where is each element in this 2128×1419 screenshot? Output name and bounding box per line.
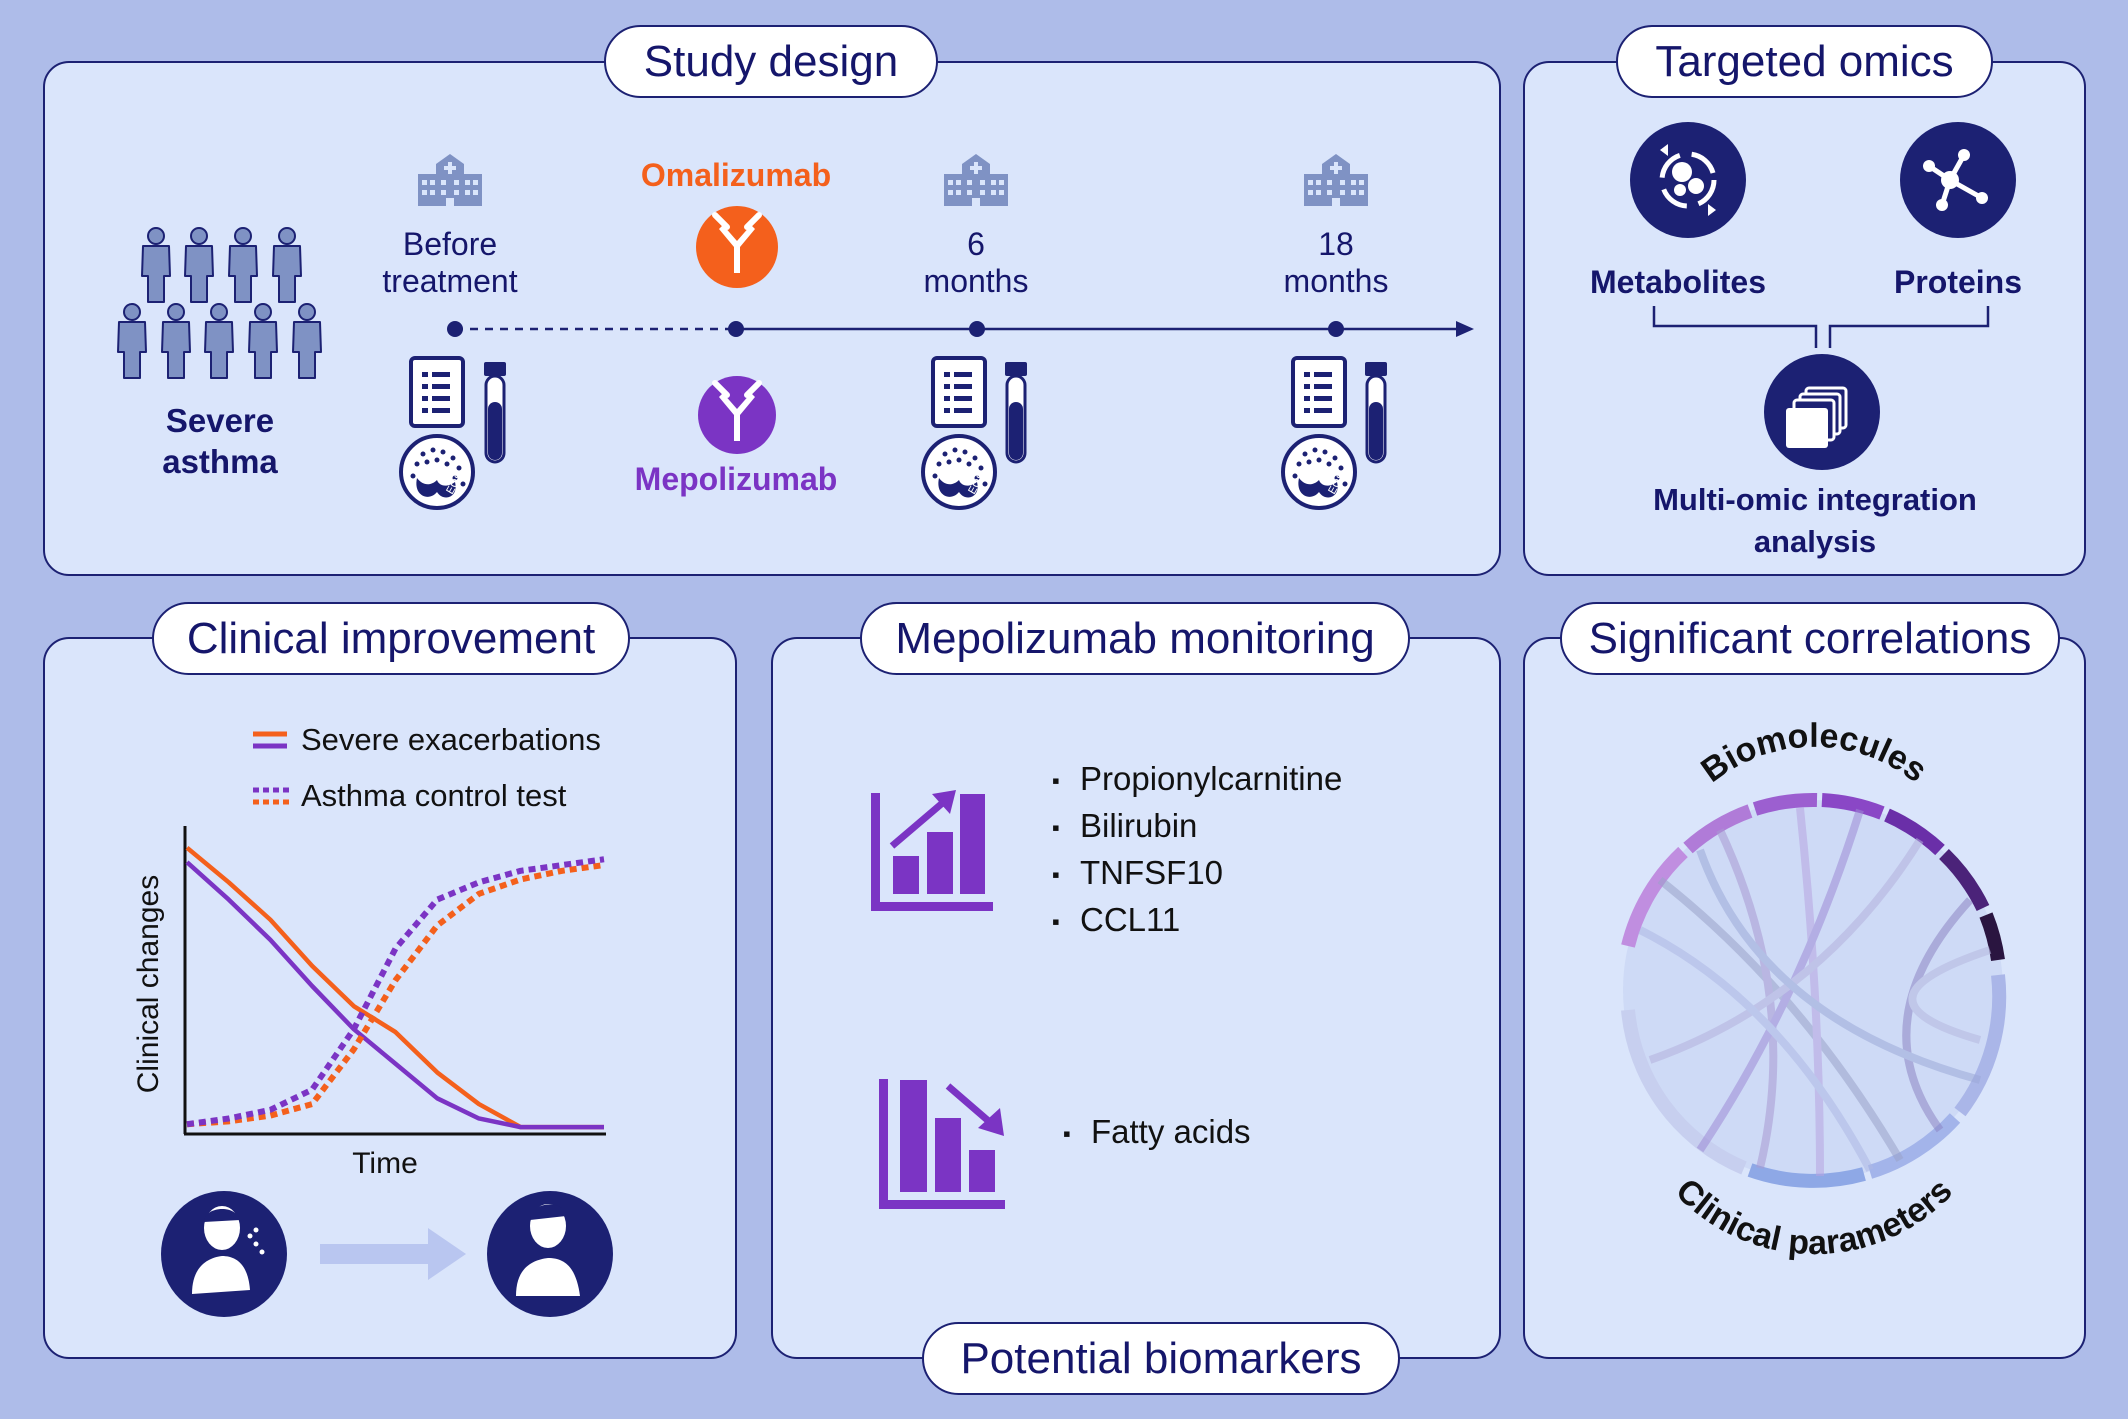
chart-series-omalizumab-exacerbations: [185, 846, 604, 1130]
omalizumab-label: Omalizumab: [640, 157, 832, 193]
increase-bar-chart-icon: [871, 790, 993, 911]
healthy-patient-icon: [487, 1191, 613, 1317]
biomarker-decreased-item: Fatty acids: [1063, 1113, 1251, 1151]
eosinophil-icon: [921, 434, 997, 510]
mepolizumab-monitoring-panel: [771, 637, 1501, 1359]
legend-swatch-dotted: [253, 787, 289, 805]
legend-entry-exacerbations: Severe exacerbations: [301, 722, 601, 757]
chart-series-group: [185, 846, 605, 1130]
targeted-omics-title: Targeted omics: [1616, 25, 1993, 98]
hospital-icon: [1304, 154, 1368, 206]
chart-series-mepolizumab-exacerbations: [185, 860, 604, 1130]
chart-series-mepolizumab-act: [186, 856, 605, 1128]
eosinophil-icon: [1281, 434, 1357, 510]
chord-diagram: [1621, 792, 2007, 1188]
clinical-improvement-title: Clinical improvement: [152, 602, 630, 675]
metabolites-icon: [1630, 122, 1746, 238]
chart-axes: [183, 826, 606, 1136]
improvement-arrow: [320, 1228, 466, 1280]
mepolizumab-monitoring-title: Mepolizumab monitoring: [860, 602, 1410, 675]
chart-ylabel: Clinical changes: [132, 874, 165, 1094]
eosinophil-icon: [399, 434, 475, 510]
patient-group-icon: [117, 227, 322, 379]
blood-tube-icon: [482, 360, 508, 464]
coughing-patient-icon: [161, 1191, 287, 1317]
study-design-title: Study design: [604, 25, 938, 98]
biomarker-increased-item: Bilirubin: [1052, 807, 1197, 845]
mepolizumab-label: Mepolizumab: [634, 461, 838, 497]
biomarker-increased-item: TNFSF10: [1052, 854, 1223, 892]
blood-tube-icon: [1003, 360, 1029, 464]
hospital-icon: [418, 154, 482, 206]
legend-entry-act: Asthma control test: [301, 778, 567, 813]
chart-series-omalizumab-act: [186, 862, 605, 1128]
chord-top-label: Biomolecules: [1694, 717, 1934, 790]
omics-connector: [1652, 306, 1990, 348]
proteins-label: Proteins: [1893, 264, 2023, 300]
decrease-bar-chart-icon: [879, 1079, 1005, 1209]
blood-tube-icon: [1363, 360, 1389, 464]
multi-omic-integration-icon: [1764, 354, 1880, 470]
mepolizumab-antibody-icon: [698, 376, 776, 454]
clinical-improvement-panel: [43, 637, 737, 1359]
clipboard-icon: [931, 356, 987, 428]
omalizumab-antibody-icon: [696, 206, 778, 288]
clipboard-icon: [409, 356, 465, 428]
clipboard-icon: [1291, 356, 1347, 428]
timeline: [447, 321, 1474, 337]
proteins-icon: [1900, 122, 2016, 238]
metabolites-label: Metabolites: [1589, 264, 1767, 300]
biomarker-increased-item: Propionylcarnitine: [1052, 760, 1342, 798]
biomarker-increased-item: CCL11: [1052, 901, 1180, 939]
potential-biomarkers-title: Potential biomarkers: [922, 1322, 1400, 1395]
significant-correlations-title: Significant correlations: [1560, 602, 2060, 675]
study-design-panel: [43, 61, 1501, 576]
hospital-icon: [944, 154, 1008, 206]
chart-xlabel: Time: [352, 1147, 418, 1180]
legend-swatch-solid: [253, 731, 287, 749]
